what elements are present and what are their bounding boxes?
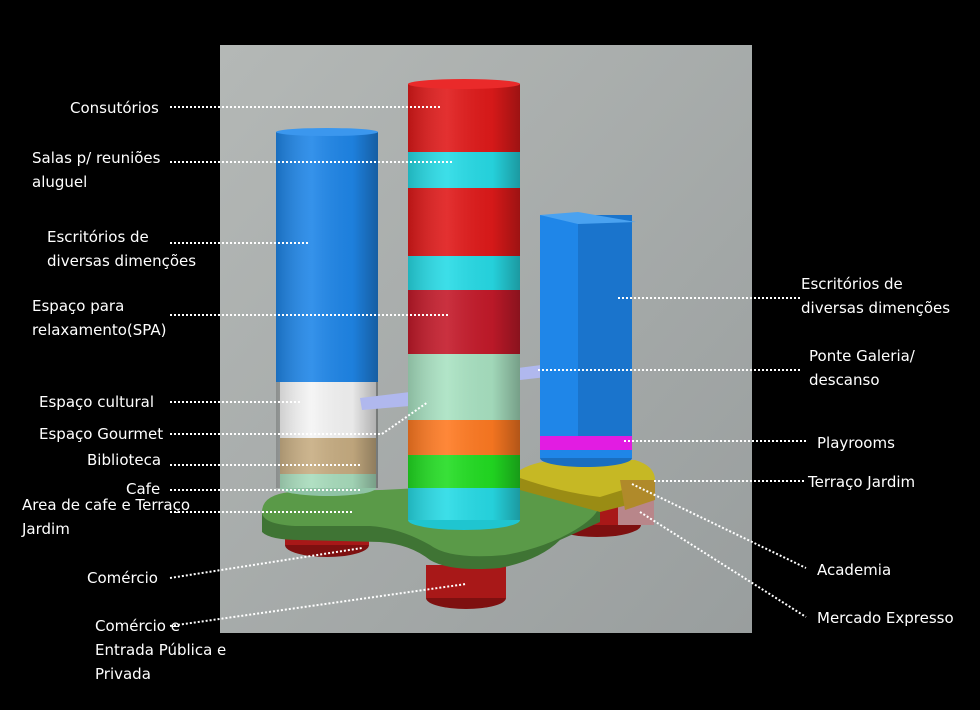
left-tower-shading bbox=[276, 132, 378, 488]
label-cultural: Espaço cultural bbox=[39, 390, 154, 414]
label-consultorios: Consutórios bbox=[70, 96, 159, 120]
leader-mercado bbox=[639, 511, 807, 618]
tower-right bbox=[540, 212, 636, 467]
label-line: Area de cafe e Terraço bbox=[22, 496, 191, 514]
label-escritorios-right: Escritórios de diversas dimenções bbox=[801, 272, 950, 320]
leader-comercio bbox=[169, 547, 363, 579]
leader-lines bbox=[169, 106, 807, 627]
label-line: Jardim bbox=[22, 520, 70, 538]
label-line: Terraço Jardim bbox=[808, 473, 916, 491]
left-tower-top bbox=[276, 128, 378, 136]
leader-academia bbox=[631, 483, 807, 569]
academia-volume bbox=[620, 480, 655, 510]
label-line: Biblioteca bbox=[87, 451, 162, 469]
label-gourmet: Espaço Gourmet bbox=[39, 422, 163, 446]
label-comercio-entrada: Comércio e Entrada Pública e Privada bbox=[95, 614, 226, 686]
terrace-top bbox=[520, 459, 655, 497]
label-biblioteca: Biblioteca bbox=[87, 448, 161, 472]
right-base-band bbox=[540, 450, 632, 458]
label-comercio: Comércio bbox=[87, 566, 158, 590]
label-line: diversas dimenções bbox=[47, 252, 197, 270]
label-escritorios-left: Escritórios de diversas dimenções bbox=[47, 225, 196, 273]
leader-comercio-entrada bbox=[169, 583, 467, 627]
label-playrooms: Playrooms bbox=[817, 431, 895, 455]
label-mercado: Mercado Expresso bbox=[817, 606, 954, 630]
terrace-jardim bbox=[520, 459, 655, 512]
label-line: Espaço Gourmet bbox=[39, 425, 164, 443]
label-cafe: Cafe bbox=[126, 477, 160, 501]
label-line: Mercado Expresso bbox=[817, 609, 954, 627]
label-line: Espaço cultural bbox=[39, 393, 155, 411]
label-ponte: Ponte Galeria/ descanso bbox=[809, 344, 915, 392]
commerce-center bbox=[426, 565, 506, 598]
label-line: Espaço para bbox=[32, 297, 125, 315]
label-line: diversas dimenções bbox=[801, 299, 951, 317]
label-salas: Salas p/ reuniões aluguel bbox=[32, 146, 160, 194]
label-line: Ponte Galeria/ bbox=[809, 347, 915, 365]
label-academia: Academia bbox=[817, 558, 891, 582]
tower-center bbox=[408, 79, 520, 530]
label-line: Entrada Pública e bbox=[95, 641, 227, 659]
label-line: descanso bbox=[809, 371, 880, 389]
label-area-cafe: Area de cafe e Terraço Jardim bbox=[22, 493, 190, 541]
label-line: Salas p/ reuniões bbox=[32, 149, 161, 167]
label-line: Consutórios bbox=[70, 99, 159, 117]
bridge-left bbox=[360, 392, 410, 410]
label-line: Comércio e bbox=[95, 617, 180, 635]
right-office-facet bbox=[578, 215, 632, 436]
label-line: Comércio bbox=[87, 569, 158, 587]
label-spa: Espaço para relaxamento(SPA) bbox=[32, 294, 166, 342]
label-line: Escritórios de bbox=[801, 275, 903, 293]
label-terraco: Terraço Jardim bbox=[808, 470, 915, 494]
leader-gourmet bbox=[170, 401, 429, 435]
tower-left bbox=[276, 128, 378, 496]
label-line: Academia bbox=[817, 561, 892, 579]
label-line: Playrooms bbox=[817, 434, 895, 452]
label-line: Cafe bbox=[126, 480, 161, 498]
label-line: relaxamento(SPA) bbox=[32, 321, 167, 339]
center-tower-top bbox=[408, 79, 520, 89]
right-play-band bbox=[540, 436, 632, 450]
label-line: aluguel bbox=[32, 173, 88, 191]
right-tower-top bbox=[540, 212, 636, 224]
label-line: Escritórios de bbox=[47, 228, 149, 246]
label-line: Privada bbox=[95, 665, 151, 683]
center-tower-shading bbox=[408, 84, 520, 520]
